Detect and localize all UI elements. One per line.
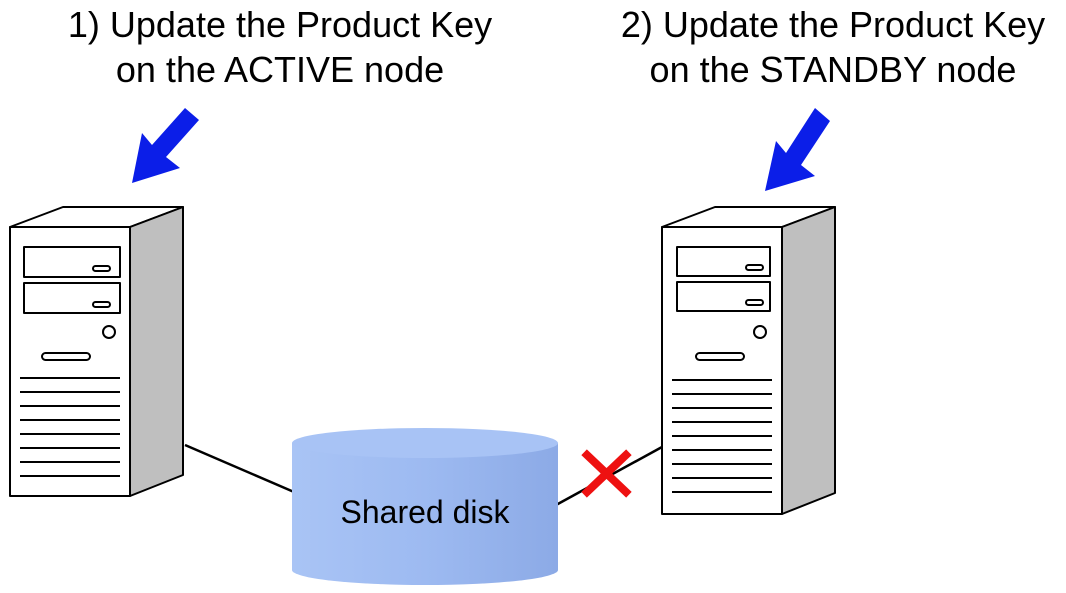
connection-line-active bbox=[184, 443, 295, 494]
shared-disk bbox=[292, 428, 558, 585]
arrow-down-left-icon bbox=[132, 108, 199, 183]
step-2-caption: 2) Update the Product Key on the STANDBY… bbox=[600, 2, 1066, 92]
step-2-line-1: 2) Update the Product Key bbox=[620, 4, 1046, 45]
step-2-line-2: on the STANDBY node bbox=[649, 49, 1017, 90]
shared-disk-label: Shared disk bbox=[340, 494, 510, 530]
disconnected-x-icon bbox=[581, 449, 632, 498]
step-1-line-2: on the ACTIVE node bbox=[115, 49, 445, 90]
step-1-caption: 1) Update the Product Key on the ACTIVE … bbox=[30, 2, 530, 92]
server-tower-icon bbox=[9, 206, 184, 497]
server-tower-icon bbox=[661, 206, 836, 515]
arrow-down-left-icon bbox=[765, 108, 830, 191]
step-1-line-1: 1) Update the Product Key bbox=[67, 4, 493, 45]
